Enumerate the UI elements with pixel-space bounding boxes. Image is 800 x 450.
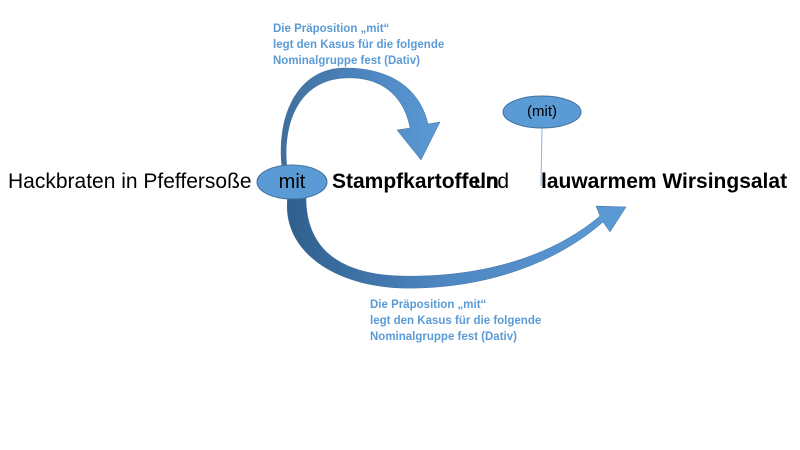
mit-paren-ellipse — [502, 95, 582, 129]
annotation-top: Die Präposition „mit“ legt den Kasus für… — [273, 21, 444, 69]
annotation-top-line1: Die Präposition „mit“ — [273, 23, 390, 35]
annotation-top-line3: Nominalgruppe fest (Dativ) — [273, 55, 420, 67]
annotation-bottom: Die Präposition „mit“ legt den Kasus für… — [370, 297, 541, 345]
conjunction-und: und — [474, 170, 510, 193]
upper-curved-arrow — [280, 67, 441, 169]
annotation-bottom-line2: legt den Kasus für die folgende — [370, 315, 542, 327]
annotation-top-line2: legt den Kasus für die folgende — [273, 39, 445, 51]
annotation-bottom-line3: Nominalgruppe fest (Dativ) — [370, 331, 517, 343]
annotation-bottom-line1: Die Präposition „mit“ — [370, 299, 487, 311]
noun-stampfkartoffeln: Stampfkartoffeln — [332, 170, 499, 193]
lower-curved-arrow — [286, 194, 627, 289]
sentence-head-phrase: Hackbraten in Pfeffersoße — [8, 170, 252, 193]
noun-lauwarmem-wirsingsalat: lauwarmem Wirsingsalat — [541, 170, 788, 193]
mit-ellipse — [256, 164, 328, 200]
ellipsis-mit-label: (mit) — [527, 103, 557, 120]
connector-line — [540, 127, 543, 187]
preposition-mit-label: mit — [278, 171, 306, 193]
